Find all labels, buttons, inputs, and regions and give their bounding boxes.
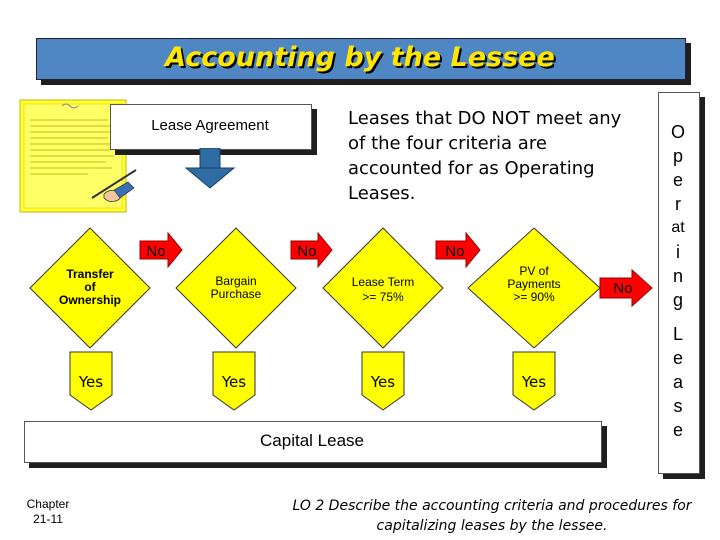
chapter-label: Chapter 21-11: [26, 497, 70, 526]
diamond-lease-term: [322, 227, 444, 349]
criterion-lease-term-label: Lease Term >= 75%: [351, 275, 415, 304]
operating-lease-note: Leases that DO NOT meet any of the four …: [348, 108, 622, 204]
lease-agreement-label: Lease Agreement: [151, 117, 269, 134]
no-arrow-3: [435, 231, 481, 269]
capital-lease-label: Capital Lease: [260, 431, 364, 450]
no-arrow-4: [599, 268, 653, 308]
no-label-2: No: [297, 243, 317, 260]
criterion-transfer-label: Transfer of Ownership: [58, 267, 121, 307]
yes-label-4: Yes: [521, 373, 547, 391]
yes-label-3: Yes: [370, 373, 396, 391]
no-arrow-2: [290, 231, 333, 269]
yes-label-1: Yes: [78, 373, 104, 391]
lease-document-icon: [19, 99, 137, 213]
learning-objective: LO 2 Describe the accounting criteria an…: [292, 498, 692, 534]
diamond-pv: [467, 227, 601, 349]
capital-lease-box: [24, 421, 602, 463]
no-label-4: No: [613, 280, 633, 297]
no-label-1: No: [146, 243, 166, 260]
operating-lease-label: O p e r at i n g L e a s e: [670, 122, 685, 440]
diamond-transfer: [29, 227, 151, 349]
no-label-3: No: [445, 243, 465, 260]
page-title: Accounting by the Lessee: [165, 42, 555, 73]
yes-shape-3: [361, 351, 405, 411]
yes-shape-1: [69, 351, 113, 411]
yes-shape-4: [512, 351, 556, 411]
no-arrow-1: [139, 231, 183, 269]
criterion-bargain-label: Bargain Purchase: [210, 274, 262, 301]
diamond-bargain: [175, 227, 297, 349]
yes-shape-2: [212, 351, 256, 411]
down-arrow-icon: [184, 148, 236, 189]
title-bar: [36, 38, 686, 80]
operating-lease-box: [658, 92, 700, 474]
criterion-pv-label: PV of Payments >= 90%: [507, 264, 561, 304]
yes-label-2: Yes: [221, 373, 247, 391]
